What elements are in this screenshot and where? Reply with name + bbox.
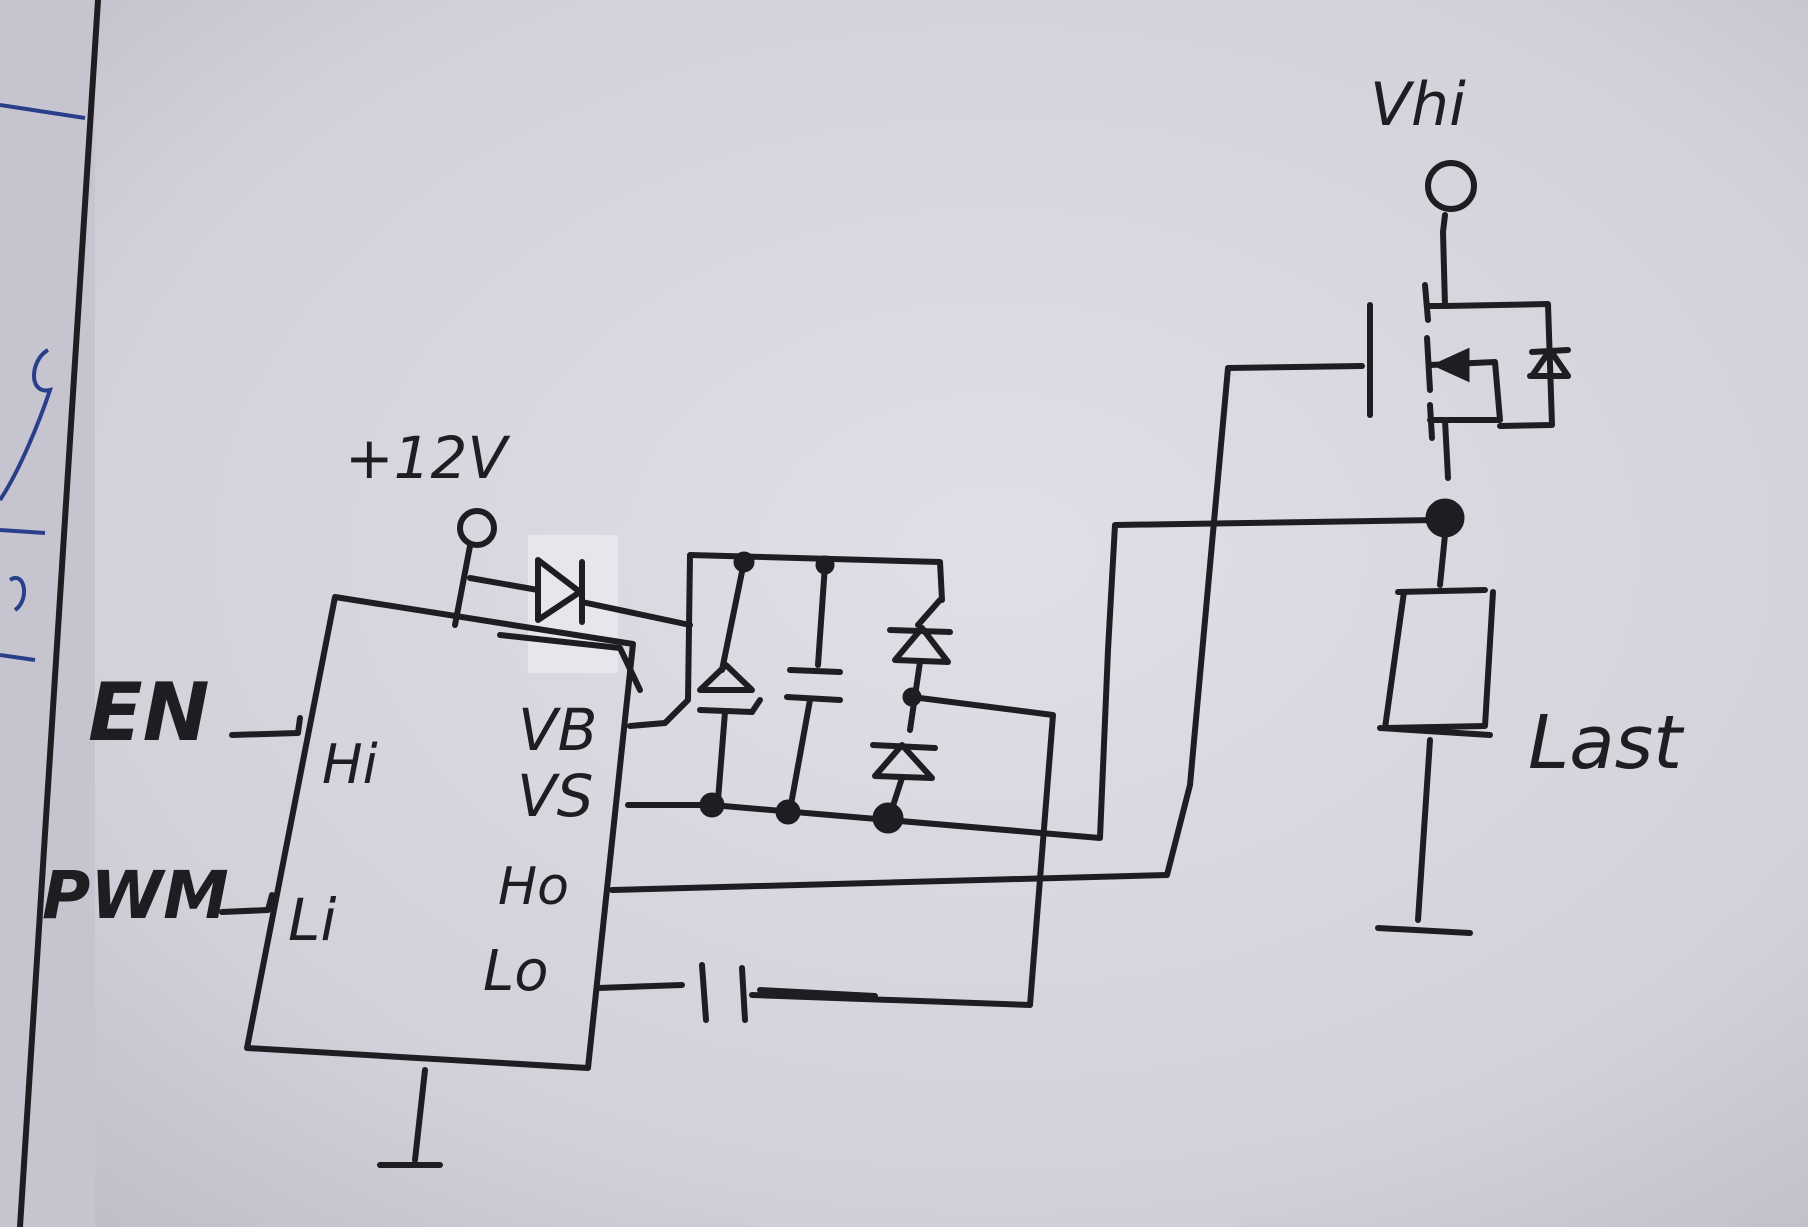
vhi-terminal: [1425, 160, 1477, 212]
lo-capacitor: [595, 962, 878, 1023]
bootstrap-capacitor: [784, 562, 843, 813]
ho-gate-wire: [609, 363, 1365, 893]
load: Last: [1375, 532, 1685, 936]
input-pwm: PWM: [42, 857, 275, 934]
pin-lo-label: Lo: [483, 939, 548, 1004]
left-page-edge: [0, 0, 101, 1227]
mosfet: Vhi: [1367, 70, 1571, 481]
supply-label: +12V: [345, 424, 511, 492]
pin-li-label: Li: [288, 886, 336, 954]
bootstrap-diode: [467, 557, 693, 693]
vs-rail: [625, 517, 1441, 841]
load-label: Last: [1528, 700, 1685, 786]
supply-12v: +12V: [345, 424, 511, 628]
en-label: EN: [88, 666, 210, 759]
junction-vs-1: [699, 792, 725, 818]
ic-ground-wire: [412, 1067, 428, 1163]
pwm-label: PWM: [42, 857, 229, 934]
driver-ic: Hi Li VB VS Ho Lo: [244, 594, 636, 1168]
pin-hi-label: Hi: [322, 733, 378, 796]
junction-vs-2: [775, 799, 801, 825]
junction-vs-3: [872, 802, 904, 834]
pin-vs-label: VS: [517, 762, 594, 830]
diode-stack: [749, 597, 1056, 1008]
supply-terminal: [457, 508, 497, 548]
pin-ho-label: Ho: [498, 857, 569, 917]
vb-wire: [627, 552, 945, 729]
pin-vb-label: VB: [518, 696, 597, 764]
input-en: EN: [88, 666, 303, 759]
load-ground-symbol: [1375, 925, 1473, 936]
vhi-label: Vhi: [1370, 70, 1466, 140]
source-node: [1425, 498, 1465, 538]
zener-diode: [697, 559, 763, 803]
